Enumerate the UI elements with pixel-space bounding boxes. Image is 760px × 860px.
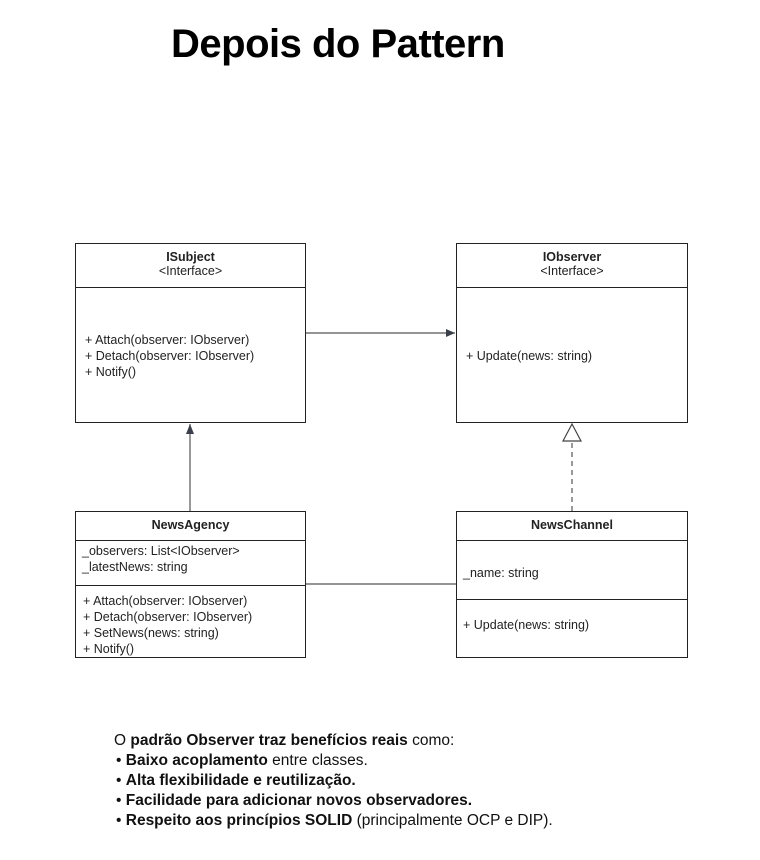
- bullet: •: [116, 772, 122, 789]
- list-item: • Baixo acoplamento entre classes.: [116, 751, 553, 771]
- list-item: • Respeito aos princípios SOLID (princip…: [116, 811, 553, 831]
- class-operations: + Update(news: string): [457, 288, 687, 364]
- class-operations: + Attach(observer: IObserver) + Detach(o…: [76, 288, 305, 380]
- attribute: _latestNews: string: [82, 560, 188, 574]
- operation: + Detach(observer: IObserver): [85, 349, 255, 363]
- attribute: _name: string: [463, 566, 539, 580]
- operation: + Notify(): [85, 365, 137, 379]
- operation: + Update(news: string): [466, 349, 593, 363]
- hollow-triangle-head: [562, 422, 582, 442]
- item-rest: (principalmente OCP e DIP).: [352, 812, 553, 829]
- operation: + Attach(observer: IObserver): [83, 594, 248, 608]
- class-iobserver: IObserver <Interface> + Update(news: str…: [456, 243, 688, 423]
- benefits-section: O padrão Observer traz benefícios reais …: [114, 731, 553, 831]
- class-name: IObserver: [542, 250, 602, 264]
- bullet: •: [116, 812, 122, 829]
- intro-suffix: como:: [407, 732, 455, 749]
- class-operations: + Attach(observer: IObserver) + Detach(o…: [76, 585, 305, 657]
- operation: + Attach(observer: IObserver): [85, 333, 250, 347]
- class-header: IObserver <Interface>: [457, 244, 687, 288]
- item-rest: entre classes.: [267, 752, 368, 769]
- bullet: •: [116, 792, 122, 809]
- class-name: NewsChannel: [531, 518, 613, 532]
- page-title: Depois do Pattern: [171, 22, 505, 66]
- class-stereotype: <Interface>: [158, 264, 223, 278]
- intro-bold: padrão Observer traz benefícios reais: [130, 732, 408, 749]
- list-item: • Alta flexibilidade e reutilização.: [116, 771, 553, 791]
- operation: + Update(news: string): [463, 618, 590, 632]
- class-isubject: ISubject <Interface> + Attach(observer: …: [75, 243, 306, 423]
- item-bold: Alta flexibilidade e reutilização.: [125, 772, 356, 789]
- list-item: • Facilidade para adicionar novos observ…: [116, 791, 553, 811]
- item-bold: Baixo acoplamento: [125, 752, 268, 769]
- operation: + Notify(): [83, 642, 135, 656]
- operation: + SetNews(news: string): [83, 626, 219, 640]
- class-name: ISubject: [166, 250, 215, 264]
- benefits-list: • Baixo acoplamento entre classes. • Alt…: [114, 751, 553, 831]
- operation: + Detach(observer: IObserver): [83, 610, 253, 624]
- item-bold: Facilidade para adicionar novos observad…: [125, 792, 473, 809]
- attribute: _observers: List<IObserver>: [82, 544, 240, 558]
- class-newsagency: NewsAgency _observers: List<IObserver> _…: [75, 511, 306, 658]
- bullet: •: [116, 752, 122, 769]
- item-bold: Respeito aos princípios SOLID: [125, 812, 353, 829]
- class-attributes: _name: string: [457, 541, 687, 599]
- class-header: NewsAgency: [76, 512, 305, 541]
- class-name: NewsAgency: [151, 518, 230, 532]
- class-newschannel: NewsChannel _name: string + Update(news:…: [456, 511, 688, 658]
- class-stereotype: <Interface>: [540, 264, 604, 278]
- class-header: NewsChannel: [457, 512, 687, 541]
- class-attributes: _observers: List<IObserver> _latestNews:…: [76, 541, 305, 585]
- class-operations: + Update(news: string): [457, 599, 687, 633]
- benefits-intro: O padrão Observer traz benefícios reais …: [114, 731, 553, 751]
- intro-prefix: O: [114, 732, 131, 749]
- class-header: ISubject <Interface>: [76, 244, 305, 288]
